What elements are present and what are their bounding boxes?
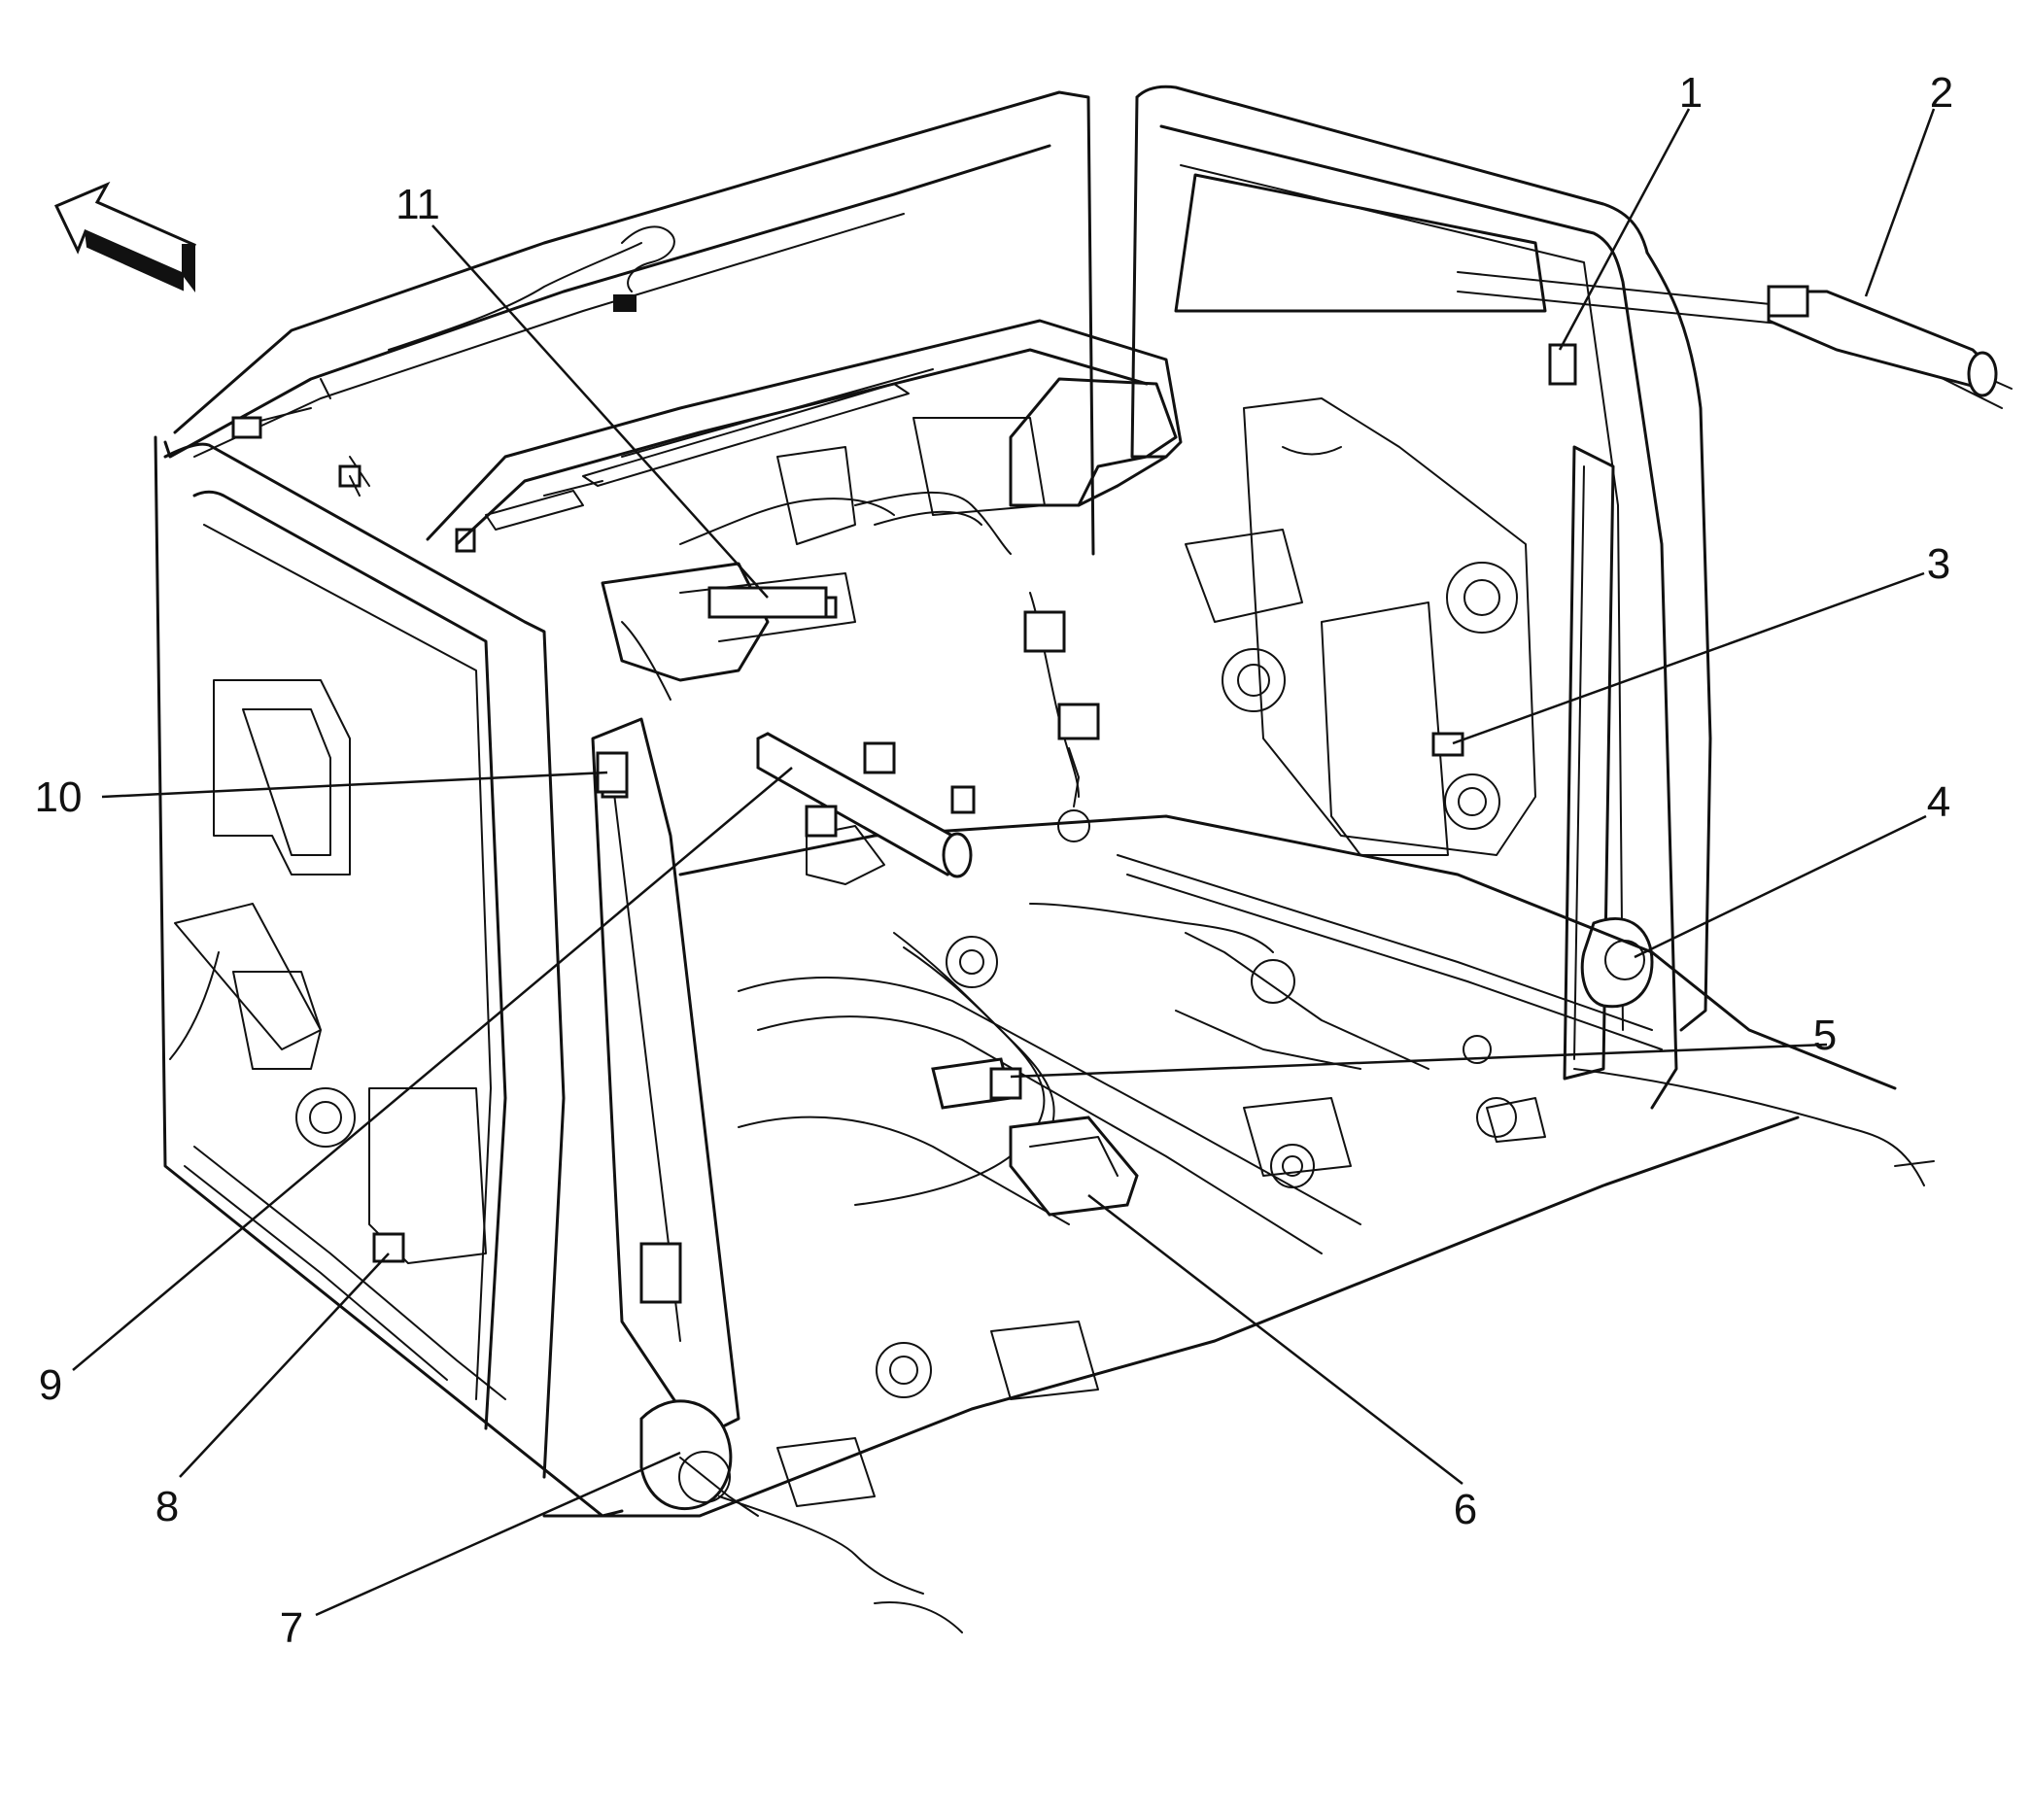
left-door-frame [154,435,624,1518]
callout-11: 11 [396,181,440,228]
front-arrow-icon [53,181,196,292]
door-side-sensor-left [372,1232,405,1263]
right-b-pillar [1548,343,1654,1081]
leader-5 [1010,1043,1828,1079]
callout-4: 4 [1927,778,1950,826]
leader-2 [1864,108,1936,297]
leader-11 [431,224,769,599]
knee-airbag-module [756,732,976,878]
instrument-panel-module [707,586,828,619]
floor-connector [931,1057,1022,1110]
right-door-frame [1130,85,1712,1110]
callout-leaders [72,108,1936,1617]
callout-8: 8 [155,1483,179,1530]
floor-pan [542,809,1935,1633]
left-b-pillar [591,717,740,1511]
vehicle-body-outline [163,90,1095,556]
leader-3 [1452,571,1925,745]
leader-1 [1558,108,1691,351]
leader-4 [1634,814,1927,959]
callout-5: 5 [1813,1012,1837,1059]
sensing-diagnostic-module [1009,1116,1139,1217]
leader-7 [315,1451,681,1617]
callout-3: 3 [1927,540,1950,588]
leader-10 [101,771,608,799]
door-sensor-right [1431,732,1464,757]
callout-labels: 1 2 3 4 5 6 7 8 9 10 11 [35,69,1954,1652]
roof-rail-airbag-module [1457,271,2013,409]
callout-6: 6 [1454,1486,1477,1533]
leader-6 [1087,1194,1463,1485]
callout-9: 9 [39,1361,62,1409]
instrument-panel [426,319,1183,807]
callout-7: 7 [280,1604,303,1652]
callout-1: 1 [1679,69,1703,117]
callout-10: 10 [35,773,83,821]
leader-8 [179,1253,390,1478]
leader-9 [72,767,793,1371]
callout-2: 2 [1930,69,1953,117]
